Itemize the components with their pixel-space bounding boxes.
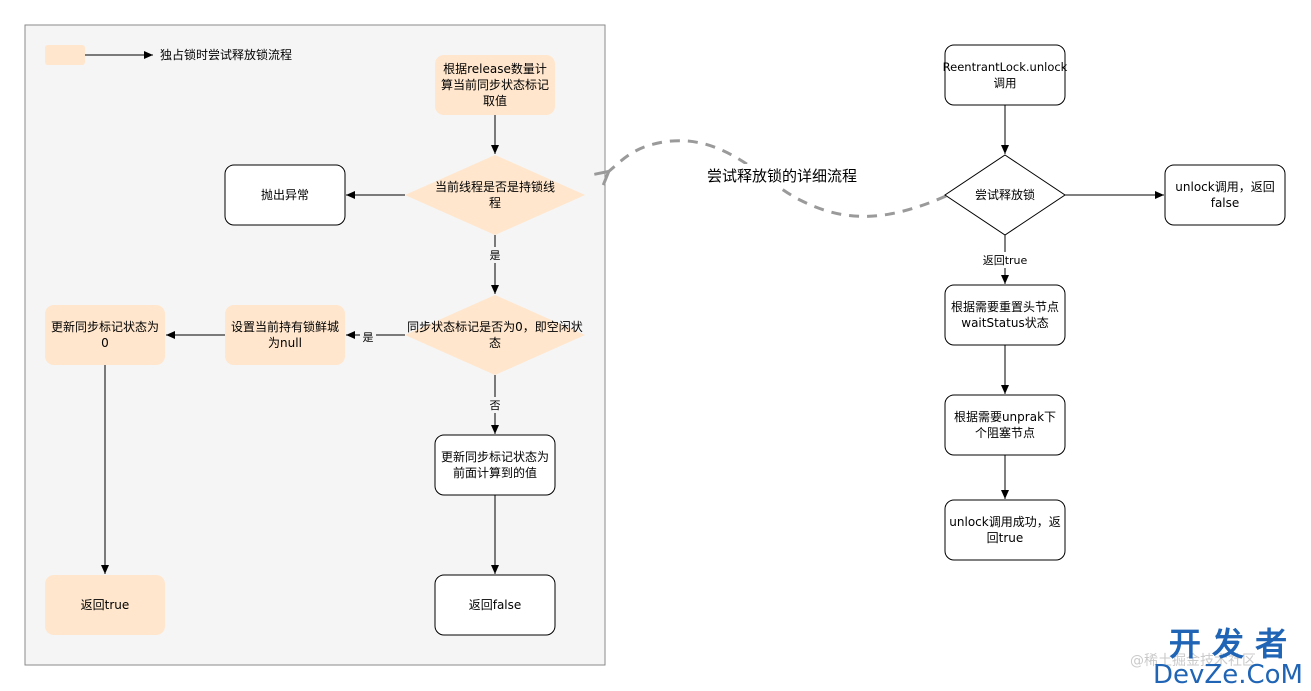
reset-head-box — [944, 284, 1066, 346]
unlock-return-false-box — [1164, 164, 1286, 226]
watermark-faint-text: @稀土掘金技术社区 — [1130, 653, 1256, 669]
update-state-value-box — [434, 434, 556, 496]
return-true-box — [45, 575, 165, 635]
yes-label-holder: 是 — [490, 249, 501, 262]
throw-exception-box — [224, 164, 346, 226]
return-false-box — [434, 574, 556, 636]
try-release-decision — [944, 154, 1066, 236]
watermark-logo-bottom: DevZe.CoM — [1153, 660, 1303, 690]
return-true-edge-label: 返回true — [983, 254, 1028, 267]
unpark-box — [944, 394, 1066, 456]
update-state-zero-box — [45, 305, 165, 365]
is-holder-decision — [405, 155, 585, 235]
legend-swatch — [45, 45, 85, 65]
no-label-zero: 否 — [490, 399, 501, 412]
unlock-call-box — [944, 44, 1066, 106]
unlock-success-box — [944, 499, 1066, 561]
yes-label-zero: 是 — [363, 331, 374, 344]
compute-state-box — [435, 55, 555, 115]
watermark-logo-top: 开 发 者 — [1169, 625, 1287, 663]
connector-label: 尝试释放锁的详细流程 — [707, 167, 857, 185]
legend-label: 独占锁时尝试释放锁流程 — [160, 47, 292, 62]
state-zero-decision — [405, 295, 585, 375]
set-owner-null-box — [225, 305, 345, 365]
